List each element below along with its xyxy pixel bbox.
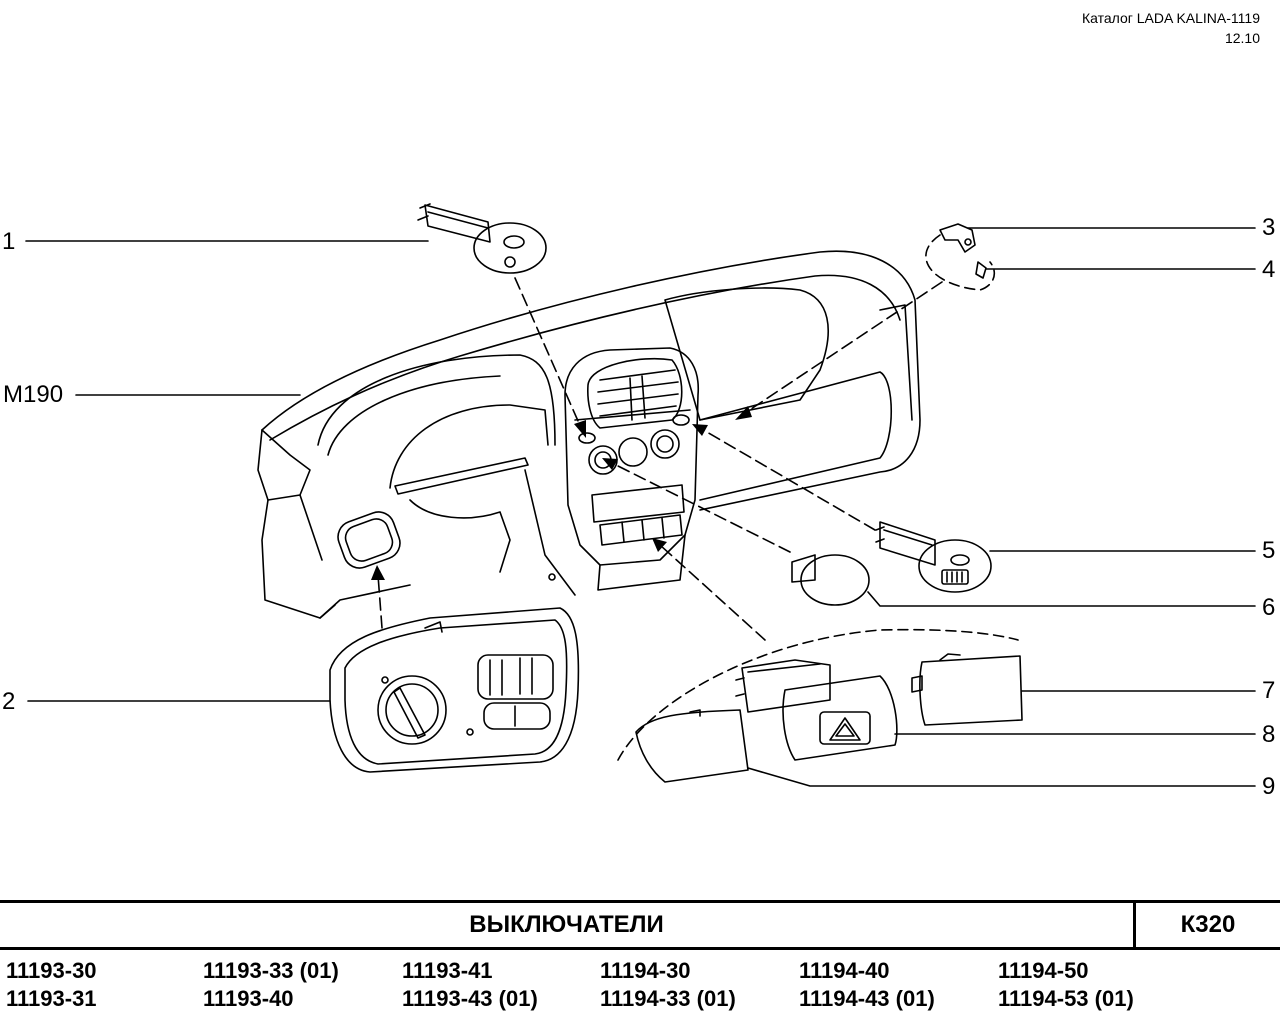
- callout-4: 4: [1262, 256, 1276, 283]
- model-code: 11194-43 (01): [799, 986, 935, 1011]
- dashboard-panel: [257, 250, 921, 619]
- model-code: 11194-40: [799, 958, 890, 983]
- part-4-screw: [975, 261, 987, 279]
- heater-knob-right: [650, 429, 680, 459]
- callout-1: 1: [2, 228, 16, 255]
- center-air-vent: [587, 357, 683, 429]
- model-code: 11193-40: [203, 986, 294, 1011]
- model-code: 11193-31: [6, 986, 97, 1011]
- model-code: 11193-41: [402, 958, 493, 983]
- assembly-lines: [377, 277, 943, 641]
- model-code: 11193-30: [6, 958, 97, 983]
- arrow-heads: [371, 406, 752, 580]
- callout-6: 6: [1262, 594, 1276, 621]
- callout-m190: M190: [3, 381, 64, 408]
- model-code: 11194-53 (01): [998, 986, 1134, 1011]
- model-code: 11193-43 (01): [402, 986, 538, 1011]
- part-9-switch-block: [635, 709, 749, 783]
- callout-7: 7: [1262, 677, 1276, 704]
- callout-8: 8: [1262, 721, 1276, 748]
- part-8-hazard-switch: [735, 659, 898, 761]
- part-1-switch: [417, 203, 547, 274]
- callout-9: 9: [1262, 773, 1276, 800]
- light-rotary-knob: [377, 675, 447, 745]
- section-title: ВЫКЛЮЧАТЕЛИ: [0, 903, 1136, 947]
- switches-exploded-diagram: [25, 203, 1256, 787]
- part-3-clip: [939, 223, 976, 253]
- model-code: 11194-33 (01): [600, 986, 736, 1011]
- heater-knob-center: [618, 437, 648, 467]
- part-2-light-control: [329, 607, 580, 773]
- model-code: 11193-33 (01): [203, 958, 339, 983]
- model-codes: 11193-30 11193-31 11193-33 (01) 11193-40…: [0, 956, 1280, 1016]
- catalog-date: 12.10: [1224, 30, 1260, 46]
- callout-5: 5: [1262, 537, 1276, 564]
- section-code: К320: [1180, 911, 1236, 938]
- catalog-title: Каталог LADA KALINA-1119: [1081, 10, 1260, 26]
- callout-2: 2: [2, 688, 16, 715]
- leader-lines: [25, 227, 1256, 787]
- model-code: 11194-30: [600, 958, 691, 983]
- model-code: 11194-50: [998, 958, 1089, 983]
- part-6-blank-cap: [791, 554, 870, 606]
- part-7-switch-block: [911, 653, 1023, 726]
- part-5-defrost-switch: [875, 521, 992, 593]
- callout-3: 3: [1262, 214, 1276, 241]
- title-block: ВЫКЛЮЧАТЕЛИ К320: [0, 900, 1280, 950]
